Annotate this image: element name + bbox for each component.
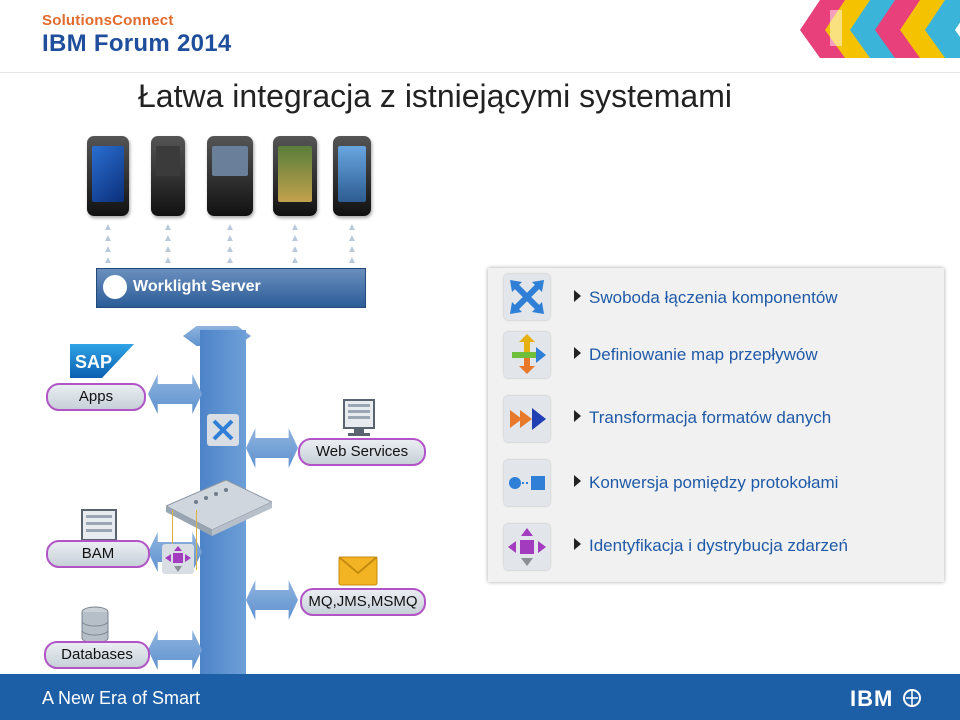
- footer-bar: [0, 674, 960, 720]
- apps-label: Apps: [46, 383, 146, 411]
- flow-arrows-icon: [504, 332, 550, 378]
- upload-arrows-icon: ▲▲▲▲: [103, 222, 113, 266]
- windows-phone-image: [87, 136, 129, 216]
- iphone-image: [333, 136, 371, 216]
- feature-item: Definiowanie map przepływów: [574, 345, 818, 365]
- brand-title: IBM Forum 2014: [42, 30, 232, 57]
- bam-link-line: [196, 510, 197, 570]
- cross-arrows-icon: [504, 274, 550, 320]
- upload-arrows-icon: ▲▲▲▲: [163, 222, 173, 266]
- apps-connector-arrow: [148, 374, 202, 414]
- smarter-planet-icon: [903, 689, 921, 707]
- bam-label: BAM: [46, 540, 150, 568]
- brand-subtitle: SolutionsConnect: [42, 12, 174, 29]
- worklight-label: Worklight Server: [133, 278, 261, 295]
- feature-item: Swoboda łączenia komponentów: [574, 288, 838, 308]
- page-title: Łatwa integracja z istniejącymi systemam…: [138, 78, 732, 114]
- transform-icon: [504, 396, 550, 442]
- feature-panel: Swoboda łączenia komponentów Definiowani…: [488, 268, 944, 582]
- message-broker-icon: [166, 480, 272, 536]
- event-distribution-icon: [504, 524, 550, 570]
- databases-connector-arrow: [148, 630, 202, 670]
- upload-arrows-icon: ▲▲▲▲: [347, 222, 357, 266]
- envelope-icon: [338, 556, 378, 586]
- protocol-convert-icon: [504, 460, 550, 506]
- header-divider: [0, 72, 960, 73]
- sap-logo-icon: SAP: [70, 344, 134, 378]
- svg-text:SAP: SAP: [75, 352, 112, 372]
- upload-arrows-icon: ▲▲▲▲: [225, 222, 235, 266]
- feature-item: Transformacja formatów danych: [574, 408, 831, 428]
- cross-arrows-icon: [207, 414, 239, 446]
- blackberry-phone-image: [207, 136, 253, 216]
- feature-item: Konwersja pomiędzy protokołami: [574, 473, 838, 493]
- web-services-label: Web Services: [298, 438, 426, 466]
- web-services-monitor-icon: [343, 399, 375, 436]
- ibm-logo-icon: IBM: [850, 686, 894, 711]
- database-icon: [81, 606, 109, 644]
- upload-arrows-icon: ▲▲▲▲: [290, 222, 300, 266]
- mq-connector-arrow: [246, 580, 298, 620]
- worklight-logo-icon: [103, 275, 127, 299]
- mq-label: MQ,JMS,MSMQ: [300, 588, 426, 616]
- android-phone-image: [273, 136, 317, 216]
- feature-item: Identyfikacja i dystrybucja zdarzeń: [574, 536, 848, 556]
- worklight-server-banner: Worklight Server: [96, 268, 366, 308]
- webservices-connector-arrow: [246, 428, 298, 468]
- event-logo-icon: [800, 0, 960, 58]
- nokia-phone-image: [151, 136, 185, 216]
- databases-label: Databases: [44, 641, 150, 669]
- footer-tagline: A New Era of Smart: [42, 688, 201, 708]
- bam-link-line: [172, 510, 173, 570]
- event-distribution-icon: [162, 544, 194, 574]
